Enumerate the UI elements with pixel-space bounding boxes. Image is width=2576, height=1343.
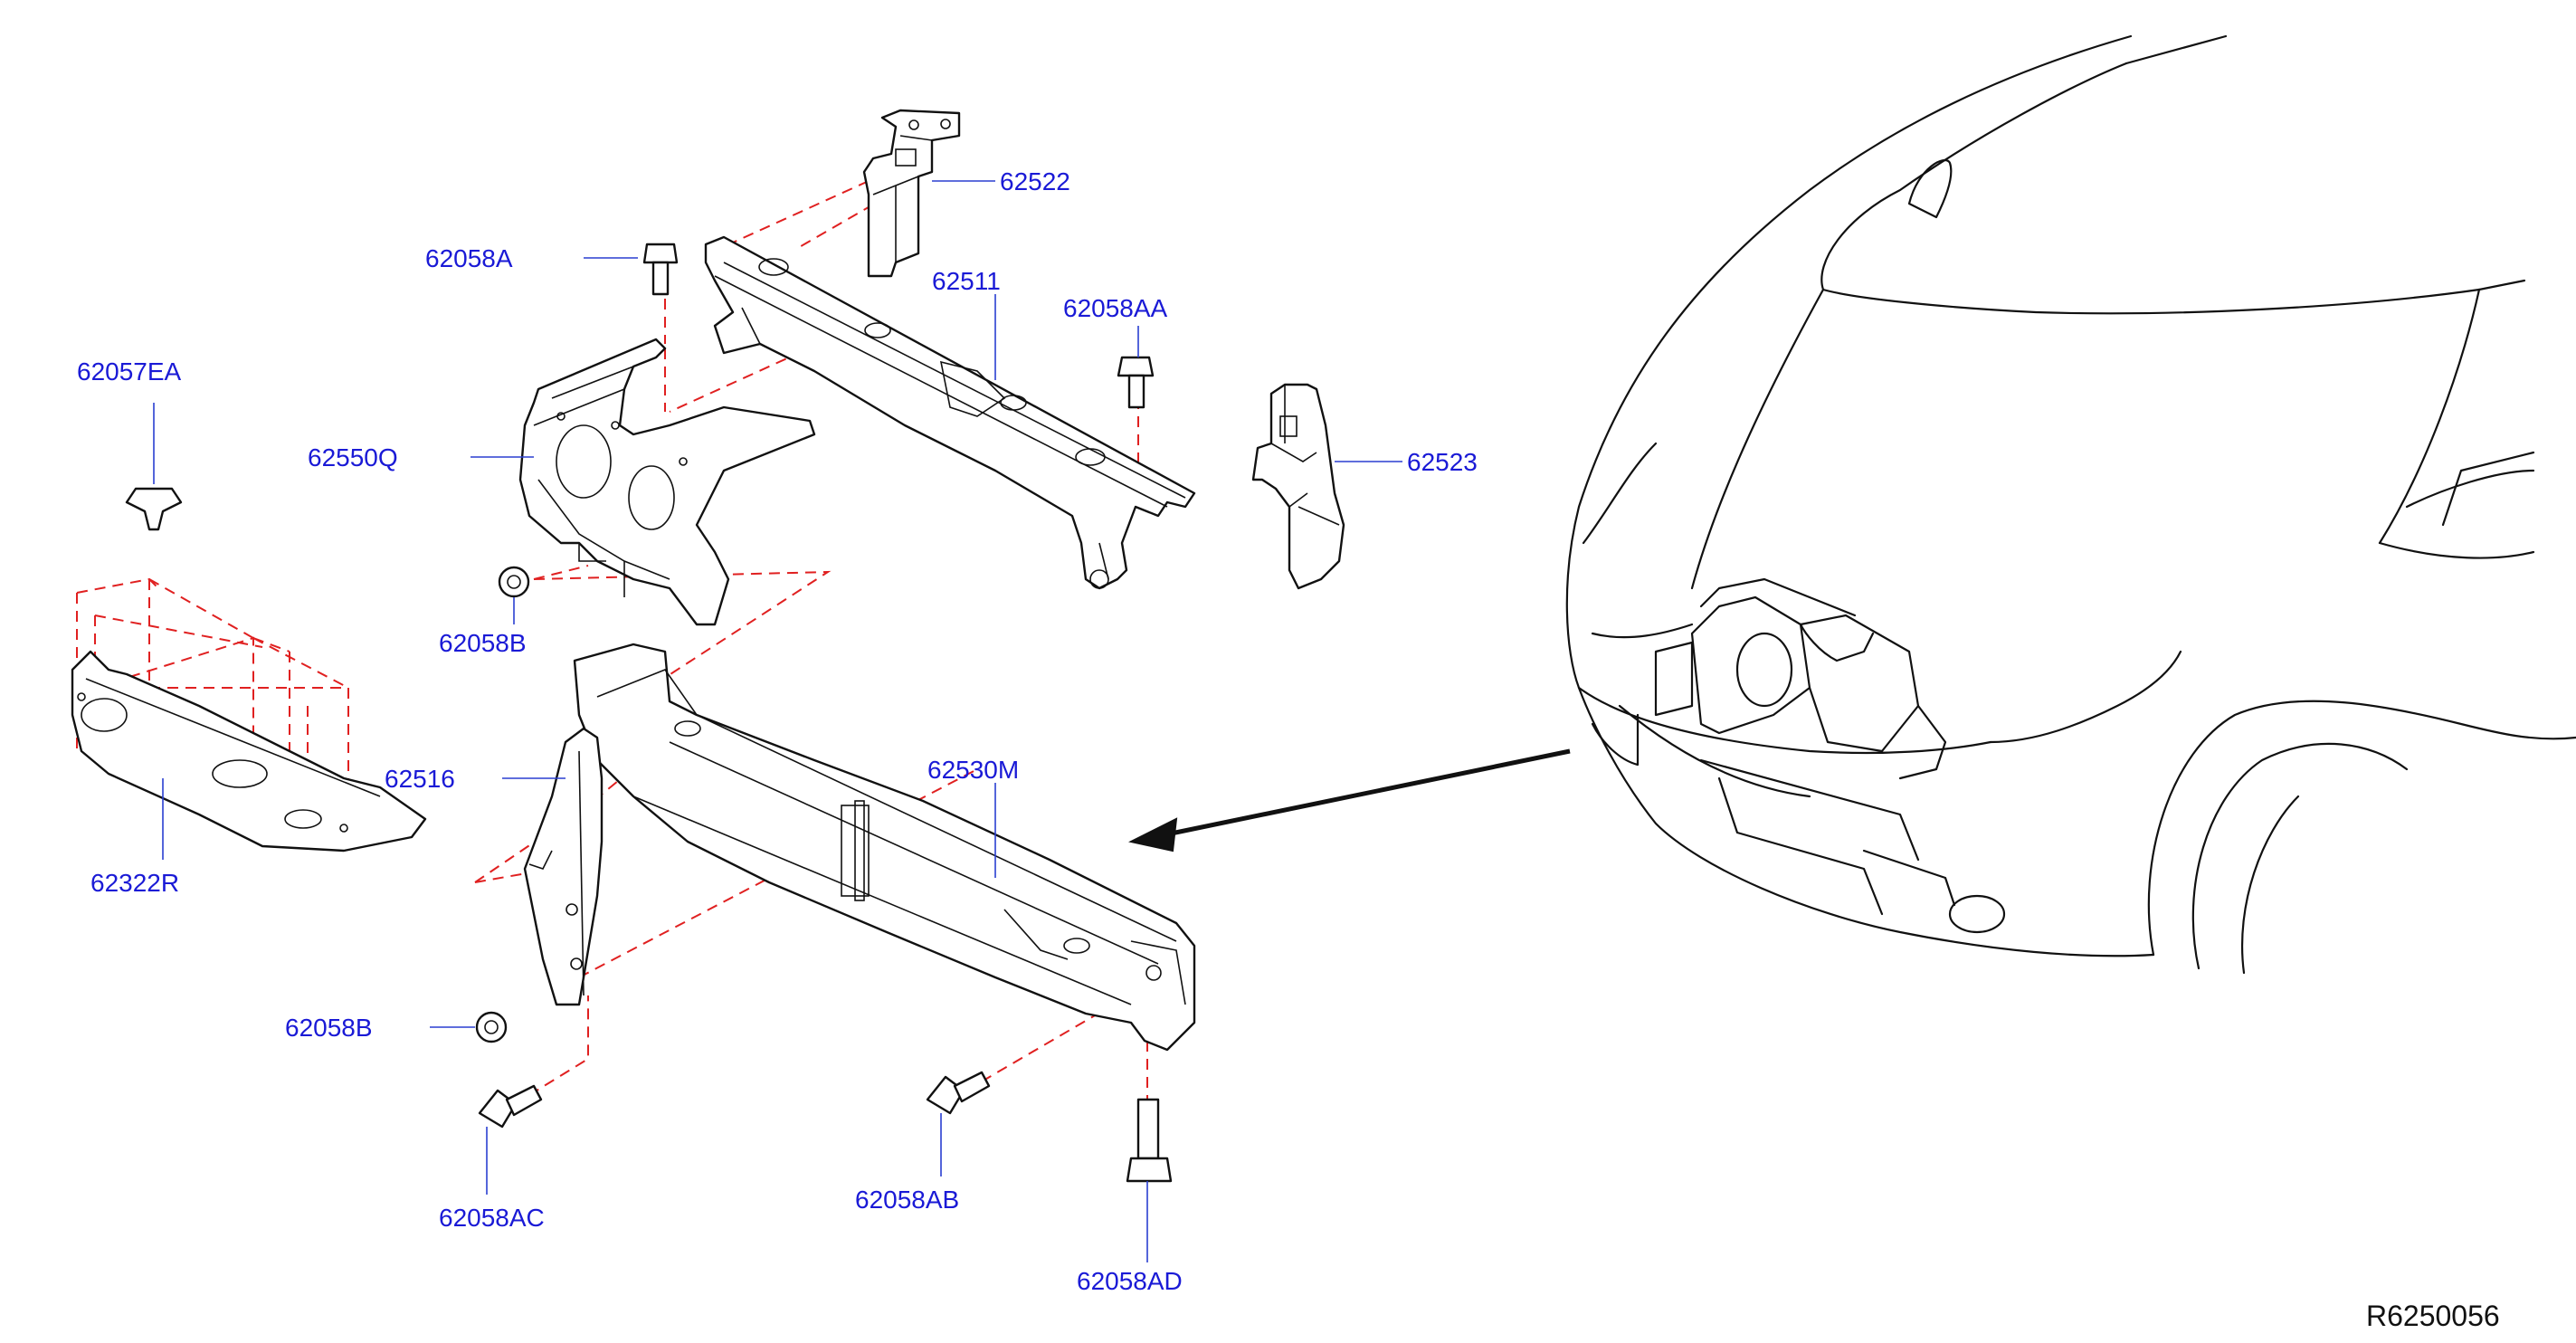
label-62516: 62516 xyxy=(385,765,455,793)
label-62058A: 62058A xyxy=(425,244,513,272)
label-62058AB: 62058AB xyxy=(855,1186,959,1214)
label-62057EA: 62057EA xyxy=(77,357,182,386)
part-62550Q-support xyxy=(518,338,816,626)
label-62523: 62523 xyxy=(1407,448,1478,476)
label-62322R: 62322R xyxy=(90,869,179,897)
fastener-62058B-nut-bottom xyxy=(475,1011,508,1043)
part-62523-bracket xyxy=(1251,383,1345,590)
label-62522: 62522 xyxy=(1000,167,1070,195)
label-62058B-top: 62058B xyxy=(439,629,527,657)
fastener-62058AC-bolt xyxy=(478,1084,543,1129)
label-62550Q: 62550Q xyxy=(308,443,398,471)
part-62511-upper-rail xyxy=(704,235,1196,590)
reference-code: R6250056 xyxy=(2366,1300,2500,1332)
part-62522-bracket xyxy=(862,109,961,278)
part-62530M-lower-rail xyxy=(573,643,1196,1052)
fastener-62058A-bolt xyxy=(642,243,679,296)
locator-arrow xyxy=(1128,748,1571,852)
fastener-62058AA-bolt xyxy=(1117,356,1155,409)
part-62322R-air-guide xyxy=(71,650,427,852)
label-62530M: 62530M xyxy=(927,756,1019,784)
fastener-62058AB-bolt xyxy=(926,1071,991,1115)
part-62516-bracket xyxy=(523,727,604,1006)
label-62058AD: 62058AD xyxy=(1077,1267,1183,1295)
part-labels: 62522 62058A 62511 62058AA 62057EA 62550… xyxy=(77,167,1478,1295)
label-62058AC: 62058AC xyxy=(439,1204,545,1232)
label-62058AA: 62058AA xyxy=(1063,294,1168,322)
fastener-62058AD-bolt xyxy=(1126,1098,1173,1183)
leader-lines xyxy=(153,180,1402,1262)
fastener-62058B-nut-top xyxy=(498,566,530,598)
fastener-62057EA-clip xyxy=(125,487,183,531)
label-62511: 62511 xyxy=(932,267,1001,295)
car-silhouette xyxy=(1565,34,2576,975)
label-62058B-bottom: 62058B xyxy=(285,1014,373,1042)
